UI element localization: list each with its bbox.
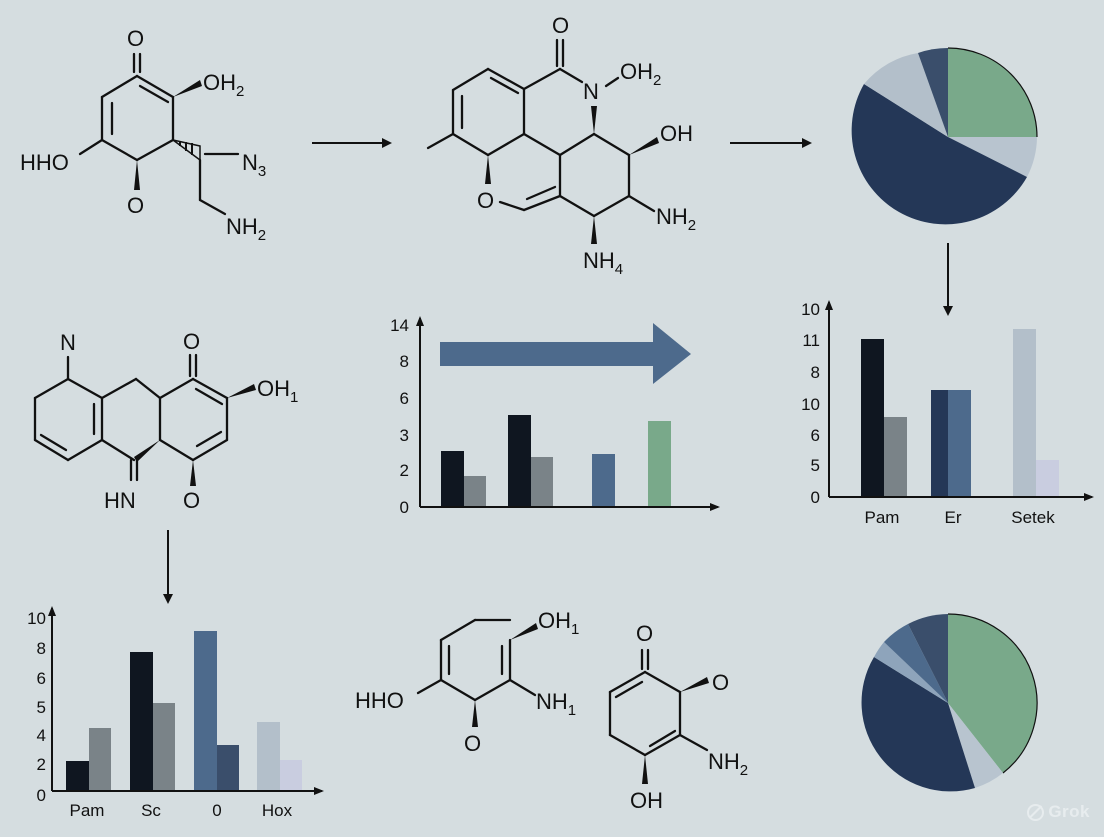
bar-chart-bottom-left: 10 8 6 5 4 2 0 Pam Sc 0 Hox: [27, 606, 324, 820]
svg-text:OH: OH: [660, 121, 693, 146]
svg-text:O: O: [183, 488, 200, 513]
svg-text:4: 4: [37, 726, 46, 745]
svg-text:OH: OH: [630, 788, 663, 813]
svg-text:Pam: Pam: [70, 801, 105, 820]
svg-text:O: O: [477, 188, 494, 213]
molecule-1-wedges: [134, 80, 202, 190]
svg-text:8: 8: [37, 639, 46, 658]
molecule-4-wedges: [472, 623, 538, 727]
molecule-4: [416, 618, 537, 702]
svg-text:OH1: OH1: [538, 608, 579, 638]
svg-text:5: 5: [37, 698, 46, 717]
svg-text:8: 8: [400, 352, 409, 371]
molecule-5-labels: O O NH2 OH: [630, 621, 748, 813]
svg-text:HHO: HHO: [355, 688, 404, 713]
svg-text:5: 5: [811, 456, 820, 475]
molecule-1: [78, 52, 240, 216]
molecule-5-wedges: [642, 677, 709, 784]
watermark-text: Grok: [1048, 802, 1090, 821]
molecule-1-labels: O OH2 HHO O N3 NH2: [20, 26, 266, 244]
svg-text:O: O: [464, 731, 481, 756]
molecule-5: [608, 648, 709, 757]
molecule-4-labels: OH1 HHO NH1 O: [355, 608, 579, 756]
svg-text:HHO: HHO: [20, 150, 69, 175]
svg-text:NH2: NH2: [226, 214, 266, 244]
svg-text:Pam: Pam: [865, 508, 900, 527]
y-axis-ticks: 10 8 6 5 4 2 0: [27, 609, 46, 805]
grok-logo-icon: [1027, 803, 1045, 821]
svg-text:0: 0: [400, 498, 409, 517]
svg-text:NH1: NH1: [536, 689, 576, 719]
svg-text:N: N: [60, 330, 76, 355]
pie-chart-bottom: [861, 613, 1038, 792]
svg-text:Setek: Setek: [1011, 508, 1055, 527]
svg-text:Er: Er: [945, 508, 962, 527]
molecule-2: [426, 38, 656, 218]
svg-text:6: 6: [400, 389, 409, 408]
svg-text:Hox: Hox: [262, 801, 293, 820]
svg-text:0: 0: [811, 488, 820, 507]
x-axis-labels: Pam Sc 0 Hox: [70, 801, 293, 820]
y-axis-ticks: 10 11 8 10 6 5 0: [801, 300, 820, 507]
molecule-3: [33, 353, 229, 482]
svg-text:N3: N3: [242, 150, 266, 180]
svg-text:8: 8: [811, 363, 820, 382]
svg-text:HN: HN: [104, 488, 136, 513]
svg-text:O: O: [712, 670, 729, 695]
bar-chart-right: 10 11 8 10 6 5 0 Pam Er Setek: [801, 300, 1094, 527]
svg-text:6: 6: [37, 669, 46, 688]
svg-text:NH2: NH2: [656, 204, 696, 234]
svg-text:O: O: [127, 193, 144, 218]
svg-text:3: 3: [400, 426, 409, 445]
big-arrow-icon: [440, 323, 691, 384]
svg-text:OH2: OH2: [620, 59, 661, 89]
svg-text:NH2: NH2: [708, 749, 748, 779]
watermark: Grok: [1027, 802, 1090, 822]
svg-text:2: 2: [400, 461, 409, 480]
svg-text:14: 14: [390, 316, 409, 335]
svg-text:O: O: [552, 13, 569, 38]
svg-text:OH1: OH1: [257, 376, 298, 406]
molecule-3-labels: N O OH1 HN O: [60, 329, 298, 513]
svg-text:2: 2: [37, 755, 46, 774]
svg-text:O: O: [127, 26, 144, 51]
svg-text:6: 6: [811, 426, 820, 445]
pie-chart-top: [851, 47, 1038, 225]
svg-text:N: N: [583, 79, 599, 104]
y-axis-ticks: 14 8 6 3 2 0: [390, 316, 409, 517]
svg-text:10: 10: [801, 395, 820, 414]
svg-text:OH2: OH2: [203, 70, 244, 100]
svg-text:11: 11: [802, 331, 820, 350]
svg-text:O: O: [183, 329, 200, 354]
molecule-2-wedges: [485, 106, 659, 244]
svg-text:10: 10: [801, 300, 820, 319]
bar-chart-center: 14 8 6 3 2 0: [390, 316, 720, 517]
svg-text:10: 10: [27, 609, 46, 628]
svg-text:0: 0: [212, 801, 221, 820]
molecule-3-wedges: [134, 384, 256, 486]
molecule-2-labels: O N OH2 OH O NH2 NH4: [477, 13, 696, 278]
svg-text:Sc: Sc: [141, 801, 161, 820]
svg-text:NH4: NH4: [583, 248, 623, 278]
svg-text:O: O: [636, 621, 653, 646]
x-axis-labels: Pam Er Setek: [865, 508, 1056, 527]
svg-text:0: 0: [37, 786, 46, 805]
